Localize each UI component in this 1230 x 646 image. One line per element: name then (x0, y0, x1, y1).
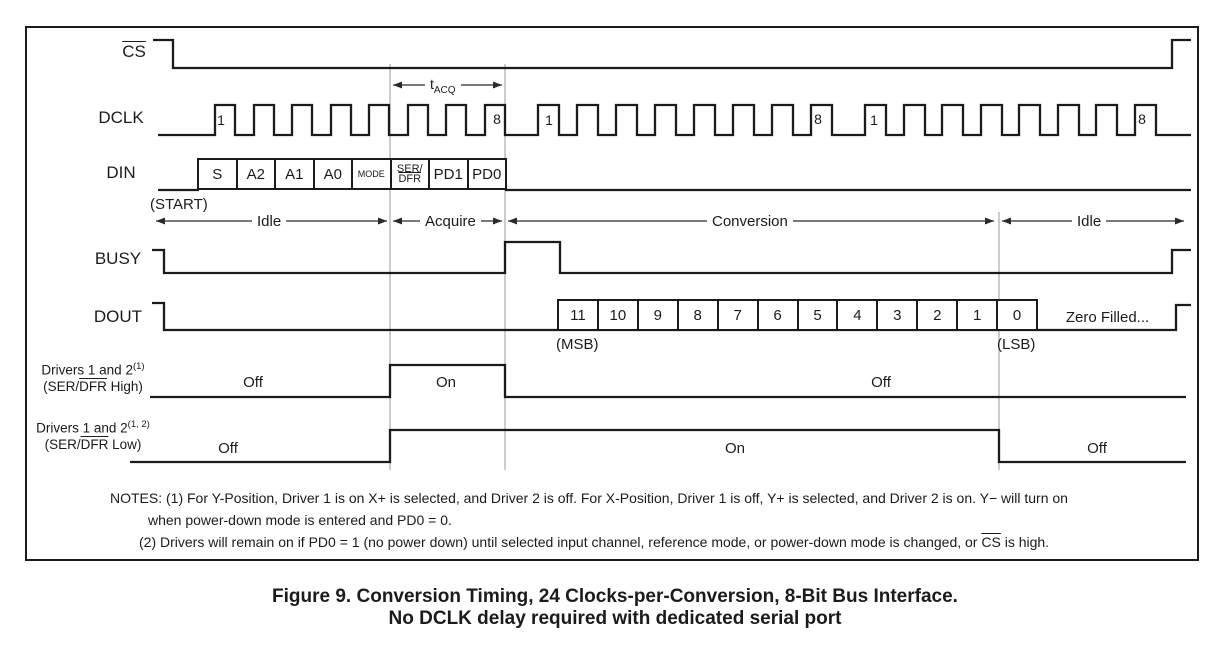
signal-traces (130, 38, 1191, 464)
note-2: (2) Drivers will remain on if PD0 = 1 (n… (139, 534, 1050, 550)
dclk-trace (158, 103, 1191, 137)
phase-acquire: Acquire (420, 213, 481, 230)
din-bit-boxes: S A2 A1 A0 MODE SER/ DFR PD1 PD0 (197, 158, 507, 190)
busy-trace (152, 240, 1191, 275)
dclk-burst1-first-number: 1 (217, 112, 225, 128)
phase-idle-1: Idle (252, 213, 287, 230)
dout-bit-8: 8 (676, 299, 719, 331)
dout-bit-0: 0 (996, 299, 1039, 331)
dclk-burst2-first-number: 1 (545, 112, 553, 128)
din-bit-a0: A0 (312, 158, 353, 190)
dclk-burst2-last-number: 8 (814, 111, 822, 127)
driver1-state-off-1: Off (243, 374, 263, 391)
phase-conversion: Conversion (707, 213, 793, 230)
dout-signal-label: DOUT (93, 307, 143, 326)
din-signal-label: DIN (106, 163, 136, 182)
din-bit-mode: MODE (351, 158, 392, 190)
dclk-burst3-last-number: 8 (1138, 111, 1146, 127)
lsb-annotation: (LSB) (997, 336, 1036, 353)
dout-bit-boxes: 11 10 9 8 7 6 5 4 3 2 1 0 (557, 299, 1039, 331)
driver1-label: Drivers 1 and 2(1) (SER/DFR High) (41, 361, 145, 394)
driver1-trace (150, 363, 1186, 399)
din-bit-start: S (197, 158, 238, 190)
dout-bit-7: 7 (716, 299, 759, 331)
dout-bit-6: 6 (756, 299, 799, 331)
dout-bit-2: 2 (916, 299, 959, 331)
figure-caption-line-2: No DCLK delay required with dedicated se… (388, 608, 842, 629)
cs-trace (153, 38, 1191, 70)
din-bit-pd0: PD0 (466, 158, 507, 190)
dout-bit-5: 5 (796, 299, 839, 331)
arrowheads (156, 81, 1184, 225)
notes-block: NOTES: (1) For Y-Position, Driver 1 is o… (110, 487, 1200, 553)
driver2-trace (130, 428, 1186, 464)
dclk-burst1-last-number: 8 (493, 111, 501, 127)
dout-bit-9: 9 (636, 299, 679, 331)
diagram-border (25, 26, 1199, 561)
dout-bit-10: 10 (596, 299, 639, 331)
din-bit-a1: A1 (274, 158, 315, 190)
driver1-state-off-2: Off (871, 374, 891, 391)
din-bit-pd1: PD1 (428, 158, 469, 190)
driver2-state-on: On (724, 440, 745, 457)
din-bit-a2: A2 (235, 158, 276, 190)
dout-bit-11: 11 (557, 299, 599, 331)
cs-signal-label: CS (122, 42, 146, 61)
dout-bit-4: 4 (836, 299, 879, 331)
driver1-state-on: On (435, 374, 456, 391)
driver2-state-off-1: Off (218, 440, 238, 457)
dout-bit-1: 1 (956, 299, 999, 331)
busy-signal-label: BUSY (94, 249, 142, 268)
dclk-signal-label: DCLK (98, 108, 144, 127)
din-start-annotation: (START) (150, 196, 208, 213)
figure-caption: Figure 9. Conversion Timing, 24 Clocks-p… (0, 586, 1230, 630)
din-bit-serdfr: SER/ DFR (389, 158, 430, 190)
note-1-line-2: when power-down mode is entered and PD0 … (148, 512, 452, 528)
driver2-label: Drivers 1 and 2(1, 2) (SER/DFR Low) (36, 419, 150, 452)
dout-bit-3: 3 (876, 299, 919, 331)
tacq-label: tACQ (425, 76, 461, 96)
msb-annotation: (MSB) (556, 336, 599, 353)
driver2-state-off-2: Off (1087, 440, 1107, 457)
zero-filled-annotation: Zero Filled... (1065, 309, 1150, 326)
phase-idle-2: Idle (1072, 213, 1107, 230)
figure-caption-line-1: Figure 9. Conversion Timing, 24 Clocks-p… (272, 586, 958, 607)
note-1-line-1: NOTES: (1) For Y-Position, Driver 1 is o… (110, 490, 1068, 506)
dclk-burst3-first-number: 1 (870, 112, 878, 128)
